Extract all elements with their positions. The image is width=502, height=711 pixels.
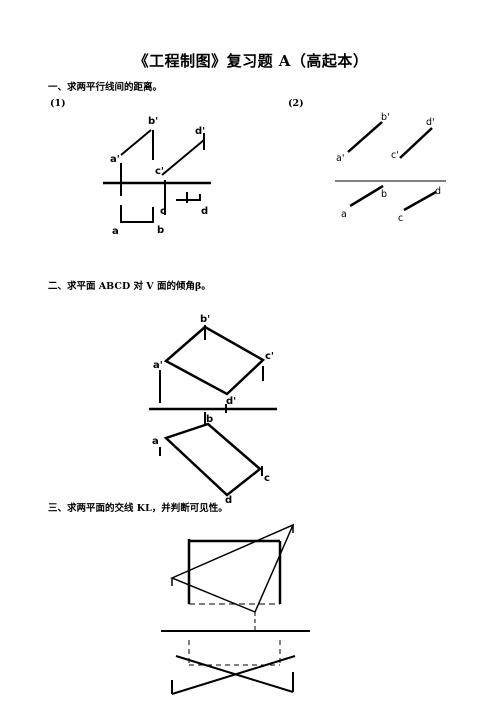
- figure-2: [149, 325, 277, 497]
- fig1-1-label-c-prime: c': [155, 166, 164, 177]
- fig2-label-a: a: [152, 436, 159, 447]
- question-1-part-1-label: (1): [50, 98, 66, 109]
- fig2-label-d: d: [225, 495, 232, 506]
- fig1-2-line-cd-top: [403, 190, 437, 212]
- fig2-label-a-prime: a': [153, 360, 163, 371]
- page-title: 《工程制图》复习题 A（高起本）: [133, 52, 369, 70]
- fig1-2-line-cd-front: [399, 127, 433, 159]
- fig2-plane-top: [163, 422, 262, 497]
- fig1-1-label-d-prime: d': [195, 126, 205, 137]
- question-1-part-2-label: (2): [288, 98, 304, 109]
- fig1-2-line-ab-top: [349, 184, 384, 208]
- fig1-2-label-b-prime: b': [381, 112, 390, 123]
- fig2-label-b-prime: b': [200, 314, 210, 325]
- fig1-1-label-c: c: [160, 206, 166, 217]
- fig1-2-label-d: d: [435, 186, 441, 197]
- fig1-2-label-b: b: [381, 189, 387, 200]
- fig1-2-label-c: c: [398, 213, 403, 224]
- question-3-text: 三、求两平面的交线 KL，并判断可见性。: [48, 503, 228, 514]
- fig1-1-line-ab-front: [120, 129, 152, 156]
- figure-1-1: [103, 129, 211, 223]
- fig3-top-line-2: [171, 655, 296, 695]
- fig1-2-label-a: a: [341, 209, 347, 220]
- fig1-2-label-d-prime: d': [426, 117, 435, 128]
- fig1-1-label-d: d: [201, 206, 208, 217]
- fig1-2-label-a-prime: a': [336, 153, 344, 164]
- fig2-plane-front: [163, 325, 266, 396]
- fig2-label-c-prime: c': [265, 351, 274, 362]
- fig1-2-label-c-prime: c': [391, 150, 399, 161]
- fig1-1-line-ab-top: [120, 205, 154, 223]
- fig3-triangle-front: [170, 523, 295, 613]
- question-2-text: 二、求平面 ABCD 对 V 面的倾角β。: [48, 281, 211, 292]
- fig1-1-label-a: a: [112, 226, 119, 237]
- fig2-label-b: b: [206, 414, 213, 425]
- fig1-1-line-cd-top: [176, 194, 201, 201]
- figure-1-2: [335, 121, 446, 212]
- figure-3: [161, 523, 310, 695]
- fig2-label-c: c: [264, 473, 270, 484]
- fig1-1-label-a-prime: a': [110, 154, 120, 165]
- fig2-label-d-prime: d': [226, 396, 236, 407]
- fig1-1-label-b: b: [157, 225, 164, 236]
- fig1-1-line-cd-front: [161, 139, 205, 176]
- fig1-2-line-ab-front: [347, 121, 383, 153]
- fig1-1-label-b-prime: b': [148, 116, 158, 127]
- question-1-text: 一、求两平行线间的距离。: [48, 82, 163, 93]
